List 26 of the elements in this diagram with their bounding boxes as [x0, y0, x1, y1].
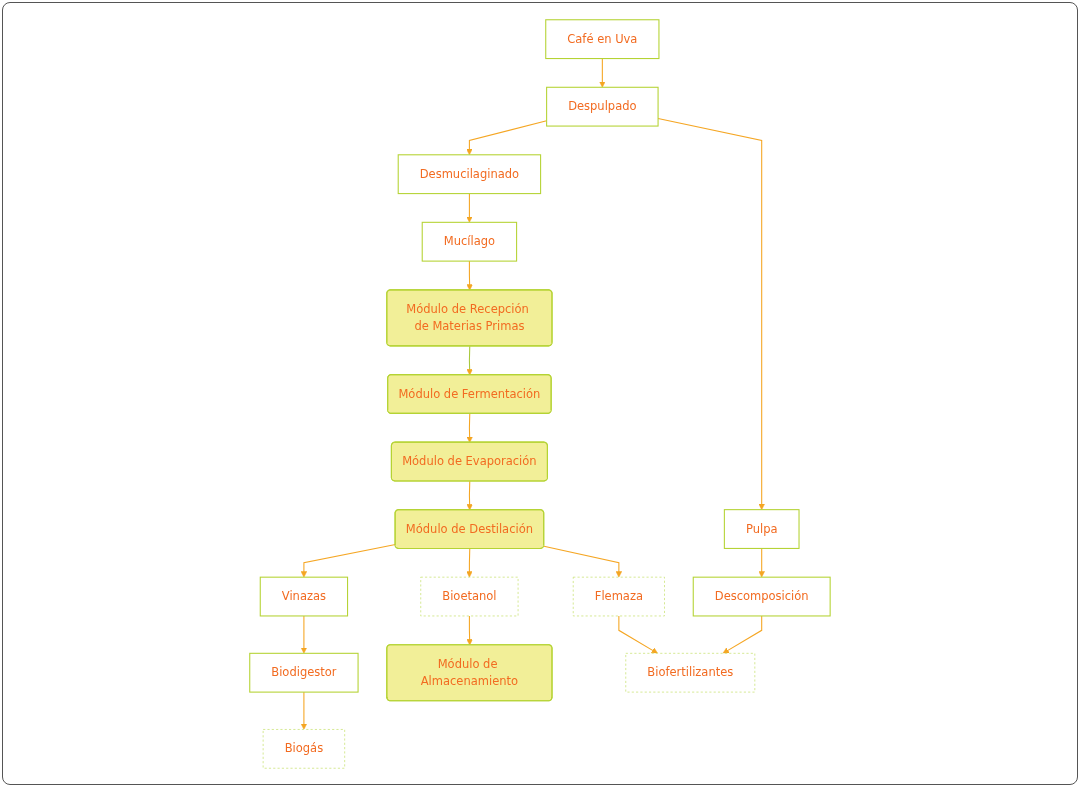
arrow — [618, 614, 658, 654]
arrow — [722, 614, 763, 654]
arrow — [466, 547, 473, 577]
arrow — [466, 345, 473, 375]
node-box: Flemaza — [572, 576, 665, 616]
arrow — [466, 480, 473, 510]
arrow — [466, 192, 473, 223]
arrow — [466, 412, 473, 443]
node-box: Despulpado — [546, 86, 659, 127]
arrow — [300, 691, 308, 730]
node-box: Descomposición — [692, 576, 831, 616]
node-box: Mucílago — [421, 221, 518, 262]
arrow — [466, 260, 473, 290]
node-box: Bioetanol — [420, 576, 519, 616]
node-box: Pulpa — [723, 508, 800, 549]
arrow — [466, 614, 473, 645]
node-box: Biogás — [262, 728, 346, 769]
arrow — [300, 614, 308, 654]
arrow — [543, 545, 623, 577]
node-box: Desmucilaginado — [397, 153, 542, 194]
node-box: Café en Uva — [545, 18, 660, 59]
arrow — [758, 547, 765, 577]
node-box: Biofertilizantes — [625, 652, 756, 692]
arrow — [599, 57, 606, 88]
node-box: Vinazas — [259, 576, 349, 616]
node-box: Biodigestor — [249, 652, 359, 693]
